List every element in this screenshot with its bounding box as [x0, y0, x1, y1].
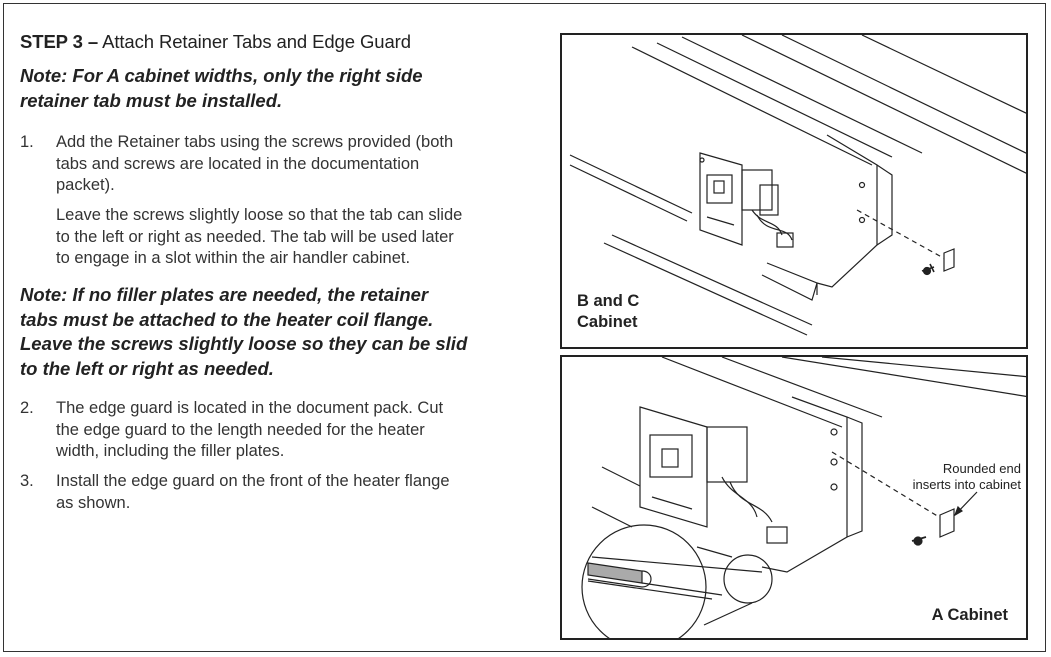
note-filler-plates: Note: If no filler plates are needed, th… — [20, 283, 467, 381]
step-line: to engage in a slot within the air handl… — [56, 249, 411, 268]
step-line: Install the edge guard on the front of t… — [56, 472, 450, 490]
heater-assembly-illustration-a — [581, 357, 1026, 638]
step-line: as shown. — [56, 493, 131, 512]
note-line: Leave the screws slightly loose so they … — [20, 333, 468, 354]
step-line: the edge guard to the length needed for … — [56, 420, 425, 439]
step-item-number: 3. — [20, 472, 34, 490]
figure-a-cabinet: Rounded end inserts into cabinet A Cabin… — [560, 355, 1028, 640]
step-item-2: 2. The edge guard is located in the docu… — [20, 398, 530, 464]
step-item-1: 1. Add the Retainer tabs using the screw… — [20, 132, 530, 198]
step-line: Leave the screws slightly loose so that … — [56, 206, 463, 224]
note-line: Note: If no filler plates are needed, th… — [20, 284, 429, 305]
note-line: to the left or right as needed. — [20, 357, 274, 379]
callout-line: inserts into cabinet — [912, 477, 1021, 492]
step-heading: STEP 3 – Attach Retainer Tabs and Edge G… — [20, 31, 411, 53]
figure-label-a: A Cabinet — [931, 606, 1008, 624]
step-line: packet). — [56, 176, 115, 195]
step-item-number: 2. — [20, 399, 34, 417]
step-item-1-detail: Leave the screws slightly loose so that … — [56, 205, 516, 270]
step-line: tabs and screws are located in the docum… — [56, 154, 420, 173]
step-item-number: 1. — [20, 133, 34, 151]
page-frame — [3, 3, 1046, 652]
rounded-end-callout: Rounded end inserts into cabinet — [913, 461, 1021, 493]
figure-bc-cabinet: B and C Cabinet — [560, 33, 1028, 349]
figure-label-bc: B and C Cabinet — [577, 291, 639, 333]
callout-line: Rounded end — [942, 461, 1021, 476]
note-line: Note: For A cabinet widths, only the rig… — [20, 65, 423, 86]
note-line: retainer tab must be installed. — [20, 89, 283, 111]
step-item-3: 3. Install the edge guard on the front o… — [20, 471, 530, 515]
step-number: STEP 3 – — [20, 31, 99, 52]
figure-label-line: B and C — [577, 292, 640, 310]
step-line: Add the Retainer tabs using the screws p… — [56, 133, 454, 151]
note-line: tabs must be attached to the heater coil… — [20, 308, 434, 330]
note-a-cabinet: Note: For A cabinet widths, only the rig… — [20, 64, 423, 113]
step-title: Attach Retainer Tabs and Edge Guard — [102, 31, 411, 52]
step-line: to the left or right as needed. The tab … — [56, 227, 454, 246]
step-line: width, including the filler plates. — [56, 442, 285, 461]
figure-label-line: Cabinet — [577, 313, 638, 331]
step-line: The edge guard is located in the documen… — [56, 399, 444, 417]
heater-assembly-illustration-bc — [569, 35, 1026, 336]
